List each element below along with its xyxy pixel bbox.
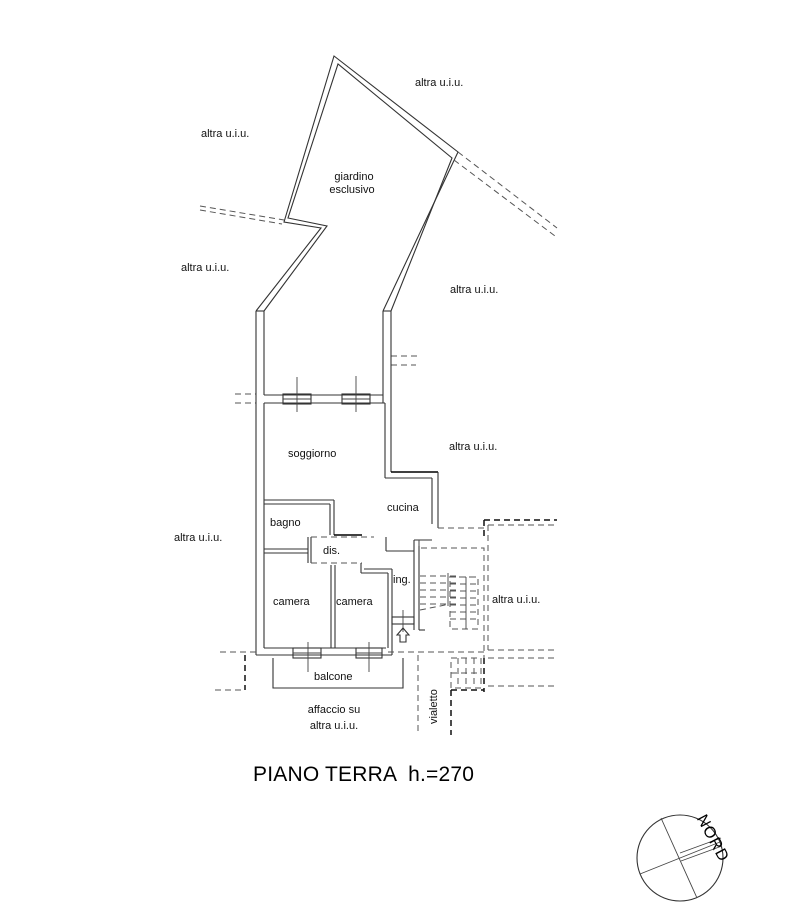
room-label-ingresso: ing.	[393, 574, 411, 586]
neighbor-label: altra u.i.u.	[181, 262, 230, 274]
windows-north	[282, 376, 371, 412]
affaccio-line1: affaccio su	[307, 704, 361, 716]
neighbor-label: altra u.i.u.	[174, 532, 223, 544]
garden-walls	[255, 55, 459, 312]
room-label-giardino-line2: esclusivo	[329, 184, 375, 196]
room-label-camera: camera	[273, 596, 310, 608]
neighbor-label: altra u.i.u.	[450, 284, 499, 296]
stair-area	[215, 519, 557, 735]
room-label-vialetto: vialetto	[428, 689, 440, 724]
neighbor-boundaries	[199, 151, 558, 404]
room-label-balcone: balcone	[314, 671, 353, 683]
room-label-camera: camera	[336, 596, 373, 608]
balcony	[272, 658, 404, 689]
entrance-arrow-icon	[395, 627, 411, 643]
neighbor-label: altra u.i.u.	[201, 128, 250, 140]
building-walls	[255, 310, 439, 656]
neighbor-label: altra u.i.u.	[449, 441, 498, 453]
windows-south	[292, 642, 383, 672]
plan-title: PIANO TERRA h.=270	[253, 763, 475, 786]
room-label-cucina: cucina	[387, 502, 419, 514]
neighbor-label: altra u.i.u.	[415, 77, 464, 89]
affaccio-line2: altra u.i.u.	[309, 720, 359, 732]
interior-walls	[264, 499, 432, 655]
room-label-giardino-line1: giardino	[334, 171, 374, 183]
neighbor-label: altra u.i.u.	[492, 594, 541, 606]
compass-north-icon	[636, 814, 724, 902]
room-label-bagno: bagno	[270, 517, 301, 529]
room-label-soggiorno: soggiorno	[288, 448, 337, 460]
room-label-dis: dis.	[323, 545, 341, 557]
